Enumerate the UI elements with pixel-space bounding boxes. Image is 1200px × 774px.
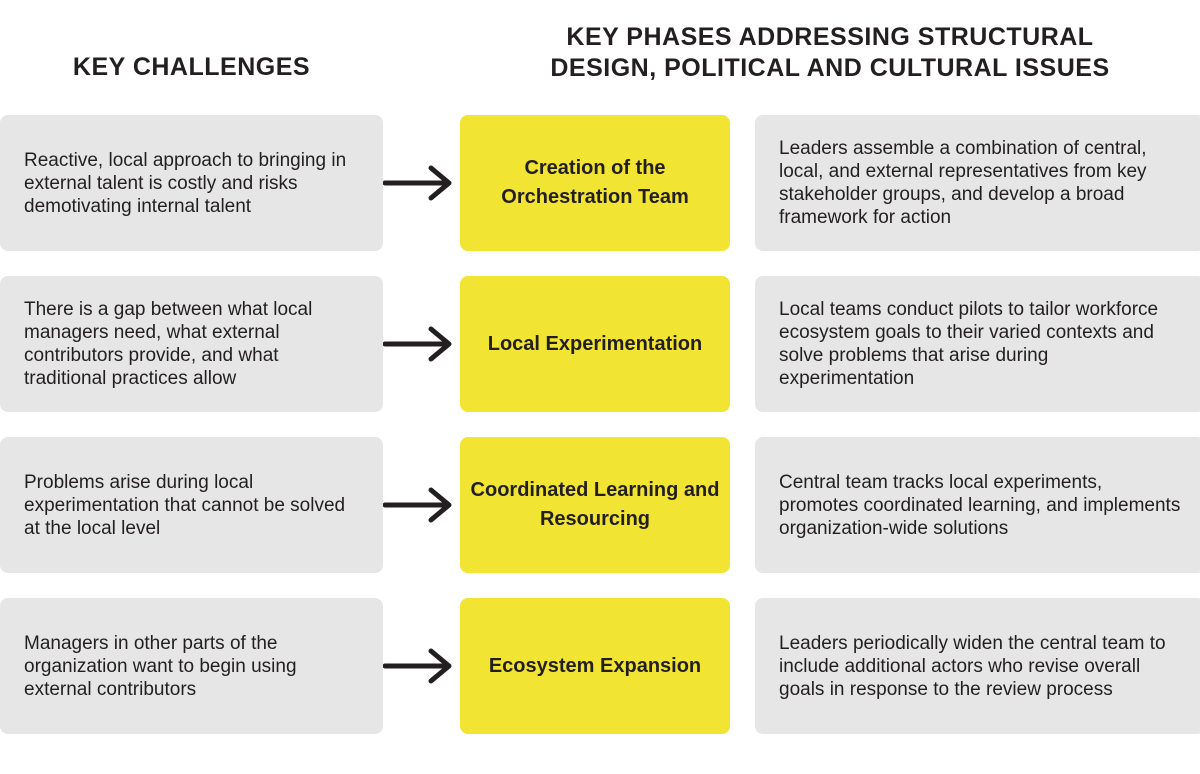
- description-box: Local teams conduct pilots to tailor wor…: [755, 276, 1200, 412]
- challenge-box: There is a gap between what local manage…: [0, 276, 383, 412]
- challenge-box: Reactive, local approach to bringing in …: [0, 115, 383, 251]
- arrow-right-icon: [383, 326, 452, 362]
- phase-box: Coordinated Learning and Resourcing: [460, 437, 730, 573]
- key-challenges-header: KEY CHALLENGES: [72, 53, 311, 81]
- description-box: Central team tracks local experiments, p…: [755, 437, 1200, 573]
- challenge-text: There is a gap between what local manage…: [24, 299, 313, 389]
- arrow-right-icon: [383, 648, 452, 684]
- description-text: Leaders periodically widen the central t…: [779, 632, 1166, 700]
- arrow-right-icon: [383, 487, 452, 523]
- challenge-text: Problems arise during local experimentat…: [24, 471, 346, 539]
- phase-box: Ecosystem Expansion: [460, 598, 730, 734]
- description-text: Leaders assemble a combination of centra…: [779, 138, 1147, 228]
- phase-title: Creation of the Orchestration Team: [501, 157, 689, 208]
- description-box: Leaders assemble a combination of centra…: [755, 115, 1200, 251]
- phase-box: Local Experimentation: [460, 276, 730, 412]
- description-text: Central team tracks local experiments, p…: [779, 471, 1181, 539]
- phase-box: Creation of the Orchestration Team: [460, 115, 730, 251]
- phase-title: Ecosystem Expansion: [488, 654, 702, 677]
- description-box: Leaders periodically widen the central t…: [755, 598, 1200, 734]
- phase-title: Local Experimentation: [487, 332, 703, 355]
- phase-title: Coordinated Learning and Resourcing: [470, 479, 720, 530]
- challenge-box: Managers in other parts of the organizat…: [0, 598, 383, 734]
- arrow-right-icon: [383, 165, 452, 201]
- challenge-text: Reactive, local approach to bringing in …: [24, 149, 347, 217]
- challenge-text: Managers in other parts of the organizat…: [24, 632, 297, 700]
- description-text: Local teams conduct pilots to tailor wor…: [779, 299, 1159, 389]
- challenge-box: Problems arise during local experimentat…: [0, 437, 383, 573]
- key-phases-header: KEY PHASES ADDRESSING STRUCTURAL DESIGN,…: [550, 23, 1110, 82]
